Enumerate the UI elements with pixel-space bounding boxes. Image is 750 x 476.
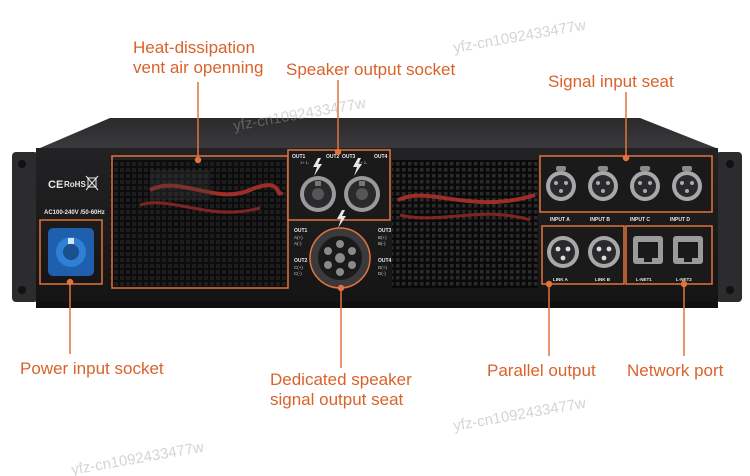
svg-text:OUT4: OUT4: [378, 258, 392, 264]
ce-mark: CE: [48, 179, 63, 191]
svg-text:1+ 1-: 1+ 1-: [300, 160, 310, 165]
rack-ear-left: [12, 152, 38, 302]
lightning-icon: [337, 210, 346, 228]
svg-text:OUT2: OUT2: [326, 154, 340, 160]
callout-line: Heat-dissipation: [133, 38, 255, 57]
xlr-connector-icon: [547, 236, 579, 268]
speakon-connector-icon: [300, 176, 336, 212]
callout-line: signal output seat: [270, 390, 404, 409]
weee-bin-icon: [85, 175, 99, 191]
svg-text:INPUT C: INPUT C: [630, 217, 650, 223]
xlr-connector-icon: [588, 166, 618, 201]
svg-text:L-NET2: L-NET2: [676, 277, 692, 282]
callout-heat-dissipation: Heat-dissipation vent air openning: [133, 38, 263, 78]
rj45-port-icon: [673, 236, 703, 264]
svg-text:B(-): B(-): [378, 241, 386, 246]
svg-text:A(+): A(+): [294, 235, 303, 240]
svg-text:B(+): B(+): [378, 235, 387, 240]
power-connector-icon: [48, 228, 94, 276]
svg-text:OUT3: OUT3: [378, 228, 392, 234]
svg-text:LINK A: LINK A: [553, 277, 569, 282]
svg-text:OUT1: OUT1: [292, 154, 306, 160]
lightning-icon: [353, 158, 362, 176]
callout-network-port: Network port: [627, 361, 724, 380]
svg-text:C(+): C(+): [294, 265, 303, 270]
xlr-connector-icon: [672, 166, 702, 201]
callout-line: Dedicated speaker: [270, 370, 412, 389]
svg-text:C(-): C(-): [294, 271, 302, 276]
svg-text:OUT4: OUT4: [374, 154, 388, 160]
svg-text:D(+): D(+): [378, 265, 387, 270]
svg-text:LINK B: LINK B: [595, 277, 611, 282]
svg-text:OUT3: OUT3: [342, 154, 356, 160]
callout-speaker-output: Speaker output socket: [286, 60, 456, 79]
svg-text:INPUT A: INPUT A: [550, 217, 570, 223]
svg-text:D(-): D(-): [378, 271, 386, 276]
svg-text:OUT1: OUT1: [294, 228, 308, 234]
callout-line: vent air openning: [133, 58, 264, 77]
callout-dedicated-output: Dedicated speaker signal output seat: [270, 370, 412, 410]
vent-grille-left: [110, 160, 286, 288]
callout-signal-input: Signal input seat: [548, 72, 674, 91]
voltage-label: AC100-240V /50-60Hz: [44, 210, 105, 216]
svg-text:A(-): A(-): [294, 241, 302, 246]
rj45-port-icon: [633, 236, 663, 264]
svg-text:OUT2: OUT2: [294, 258, 308, 264]
speakon-connector-icon: [344, 176, 380, 212]
svg-text:L-NET1: L-NET1: [636, 277, 652, 282]
xlr-connector-icon: [546, 166, 576, 201]
chassis-top: [40, 118, 716, 148]
rack-ear-right: [716, 152, 742, 302]
svg-text:2+ 2-: 2+ 2-: [358, 160, 368, 165]
svg-text:INPUT D: INPUT D: [670, 217, 690, 223]
heat-vent-highlight: [111, 155, 289, 289]
svg-text:INPUT B: INPUT B: [590, 217, 610, 223]
rohs-mark: RoHS: [64, 180, 86, 189]
vent-grille-center: [392, 160, 538, 288]
callout-power-input: Power input socket: [20, 359, 164, 378]
xlr-connector-icon: [588, 236, 620, 268]
xlr-connector-icon: [630, 166, 660, 201]
callout-parallel-output: Parallel output: [487, 361, 596, 380]
lightning-icon: [313, 158, 322, 176]
dedicated-output-connector: [309, 227, 371, 289]
